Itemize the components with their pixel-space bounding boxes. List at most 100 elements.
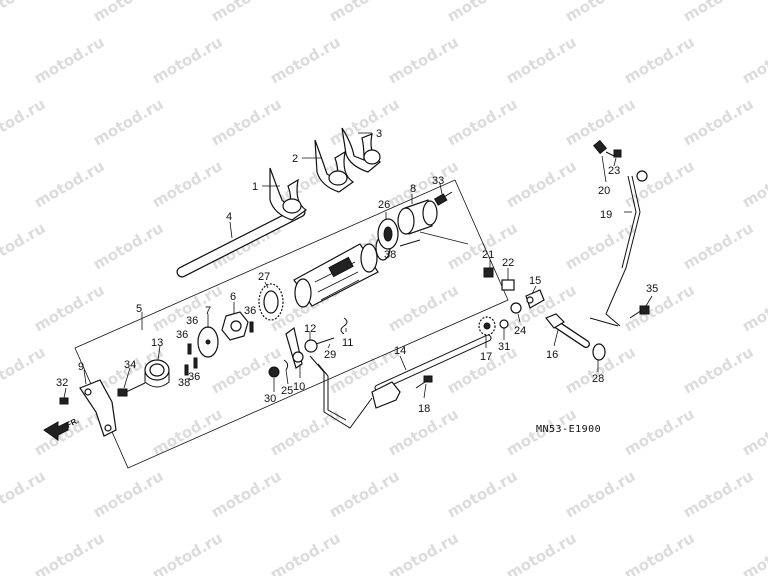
shift-fork-2 — [314, 139, 355, 193]
callout-19: 19 — [600, 209, 612, 221]
callout-22: 22 — [502, 257, 514, 269]
diagram-code: MN53-E1900 — [536, 424, 601, 435]
stopper-13 — [144, 359, 170, 388]
watermark-text: motod.ru — [385, 281, 461, 336]
callout-12: 12 — [304, 323, 316, 335]
callout-24: 24 — [514, 325, 526, 337]
watermark-text: motod.ru — [267, 529, 343, 576]
watermark-text: motod.ru — [31, 529, 107, 576]
watermark-text: motod.ru — [680, 95, 756, 150]
callout-20: 20 — [598, 185, 610, 197]
callout-34: 34 — [124, 359, 136, 371]
callout-30: 30 — [264, 393, 276, 405]
watermark-text: motod.ru — [31, 157, 107, 212]
callout-25: 25 — [281, 385, 293, 397]
watermark-text: motod.ru — [326, 0, 402, 25]
watermark-text: motod.ru — [739, 281, 768, 336]
front-direction-arrow — [43, 421, 69, 441]
watermark-text: motod.ru — [208, 467, 284, 522]
bracket-9 — [79, 379, 117, 437]
watermark-text: motod.ru — [0, 0, 48, 25]
watermark-text: motod.ru — [503, 529, 579, 576]
callout-5: 5 — [136, 303, 142, 315]
washer-24 — [510, 302, 522, 314]
callout-36-d: 36 — [188, 371, 200, 383]
callout-14: 14 — [394, 345, 406, 357]
watermark-text: motod.ru — [503, 157, 579, 212]
watermark-text: motod.ru — [503, 33, 579, 88]
watermark-text: motod.ru — [680, 0, 756, 25]
watermark-text: motod.ru — [621, 33, 697, 88]
bolt-35 — [629, 305, 650, 319]
watermark-text: motod.ru — [739, 157, 768, 212]
collar-8 — [397, 199, 438, 235]
callout-17: 17 — [480, 351, 492, 363]
watermark-text: motod.ru — [90, 219, 166, 274]
watermark-text: motod.ru — [31, 281, 107, 336]
callout-38-b: 38 — [178, 377, 190, 389]
watermark-text: motod.ru — [0, 219, 48, 274]
watermark-text: motod.ru — [31, 33, 107, 88]
watermark-text: motod.ru — [621, 157, 697, 212]
plate-7 — [197, 326, 219, 358]
washer-31 — [499, 319, 509, 329]
callout-9: 9 — [78, 361, 84, 373]
callout-31: 31 — [498, 341, 510, 353]
watermark-text: motod.ru — [0, 467, 48, 522]
drum-center-6 — [221, 311, 249, 341]
callout-35: 35 — [646, 283, 658, 295]
callout-38-a: 38 — [384, 249, 396, 261]
watermark-text: motod.ru — [385, 529, 461, 576]
watermark-text: motod.ru — [444, 467, 520, 522]
bolt-34 — [117, 382, 146, 397]
watermark-text: motod.ru — [444, 95, 520, 150]
callout-13: 13 — [151, 337, 163, 349]
watermark-text: motod.ru — [444, 0, 520, 25]
arm-15 — [525, 289, 545, 309]
spring-11 — [340, 317, 348, 335]
callout-29: 29 — [324, 349, 336, 361]
callout-18: 18 — [418, 403, 430, 415]
callout-21: 21 — [482, 249, 494, 261]
oil-seal-28 — [592, 343, 606, 361]
callout-36-a: 36 — [186, 315, 198, 327]
callout-7: 7 — [205, 305, 211, 317]
watermark-text: motod.ru — [621, 405, 697, 460]
callout-28: 28 — [592, 373, 604, 385]
callout-1: 1 — [252, 181, 258, 193]
pins-36 — [184, 321, 254, 376]
watermark-text: motod.ru — [621, 281, 697, 336]
callout-8: 8 — [410, 183, 416, 195]
callout-2: 2 — [292, 153, 298, 165]
watermark-text: motod.ru — [562, 0, 638, 25]
callout-10: 10 — [293, 381, 305, 393]
callout-4: 4 — [226, 211, 232, 223]
spring-25 — [283, 359, 289, 371]
watermark-text: motod.ru — [562, 467, 638, 522]
washer-30 — [268, 366, 280, 378]
bearing-26 — [377, 218, 399, 250]
callout-labels: 1 2 3 4 5 6 7 8 9 10 11 12 13 14 15 16 1… — [56, 128, 658, 415]
watermark-text: motod.ru — [90, 95, 166, 150]
bolt-18 — [415, 375, 433, 389]
watermark-text: motod.ru — [90, 467, 166, 522]
leader-drum — [419, 231, 469, 245]
rod-end-upper — [636, 170, 648, 182]
watermark-text: motod.ru — [385, 33, 461, 88]
watermark-text: motod.ru — [149, 529, 225, 576]
watermark-text: motod.ru — [149, 157, 225, 212]
leader-lines — [63, 132, 653, 399]
callout-36-c: 36 — [244, 305, 256, 317]
stopper-arm-10 — [285, 326, 304, 369]
watermark-text: motod.ru — [0, 95, 48, 150]
watermark-text: motod.ru — [739, 529, 768, 576]
nut-23 — [613, 149, 622, 158]
watermark-text: motod.ru — [680, 343, 756, 398]
watermark-text: motod.ru — [739, 33, 768, 88]
callout-3: 3 — [376, 128, 382, 140]
collar-12 — [304, 337, 335, 353]
watermark-text: motod.ru — [0, 343, 48, 398]
watermark-text: motod.ru — [739, 405, 768, 460]
callout-26: 26 — [378, 199, 390, 211]
watermark-text: motod.ru — [149, 281, 225, 336]
